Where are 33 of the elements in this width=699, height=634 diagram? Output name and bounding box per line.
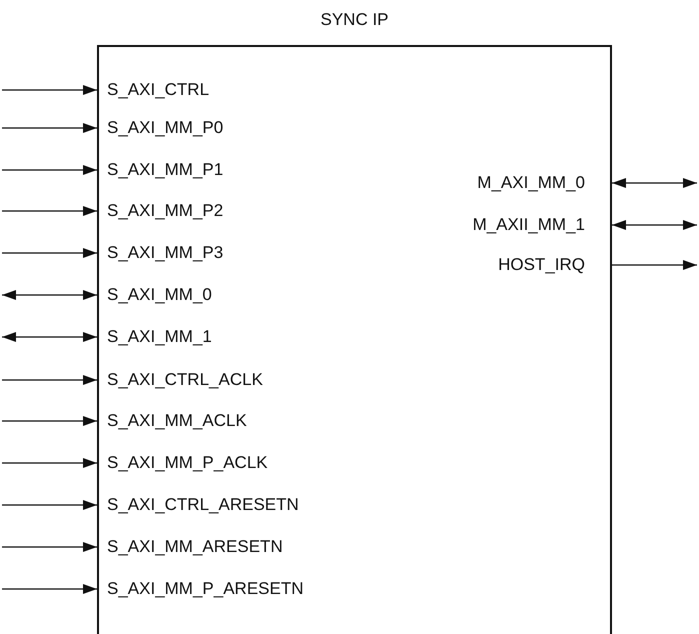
signal-arrow <box>2 416 97 426</box>
port-label: S_AXI_MM_P0 <box>99 115 224 141</box>
signal-arrow <box>612 178 697 188</box>
signal-arrow <box>2 85 97 95</box>
port-label: S_AXI_MM_P_ARESETN <box>99 576 304 602</box>
port-label: M_AXII_MM_1 <box>472 212 610 238</box>
port-label: S_AXI_MM_P3 <box>99 240 224 266</box>
port-label: S_AXI_MM_P_ACLK <box>99 450 268 476</box>
port-label: S_AXI_CTRL_ACLK <box>99 367 263 393</box>
signal-arrow <box>2 248 97 258</box>
port-label: S_AXI_MM_0 <box>99 282 212 308</box>
signal-arrow <box>2 584 97 594</box>
port-label: M_AXI_MM_0 <box>477 170 610 196</box>
port-label: S_AXI_MM_P1 <box>99 157 224 183</box>
signal-arrow <box>2 500 97 510</box>
signal-arrow <box>612 220 697 230</box>
signal-arrow <box>2 165 97 175</box>
signal-arrow <box>2 375 97 385</box>
port-label: HOST_IRQ <box>498 252 610 278</box>
block-title: SYNC IP <box>319 9 390 31</box>
signal-arrow <box>2 123 97 133</box>
signal-arrow <box>2 542 97 552</box>
port-label: S_AXI_CTRL_ARESETN <box>99 492 299 518</box>
signal-arrow <box>2 332 97 342</box>
port-label: S_AXI_MM_P2 <box>99 198 224 224</box>
signal-arrow <box>2 206 97 216</box>
port-label: S_AXI_MM_1 <box>99 324 212 350</box>
signal-arrow <box>2 290 97 300</box>
signal-arrow <box>612 260 697 270</box>
port-label: S_AXI_MM_ACLK <box>99 408 247 434</box>
port-label: S_AXI_CTRL <box>99 77 210 103</box>
port-label: S_AXI_MM_ARESETN <box>99 534 283 560</box>
signal-arrow <box>2 458 97 468</box>
